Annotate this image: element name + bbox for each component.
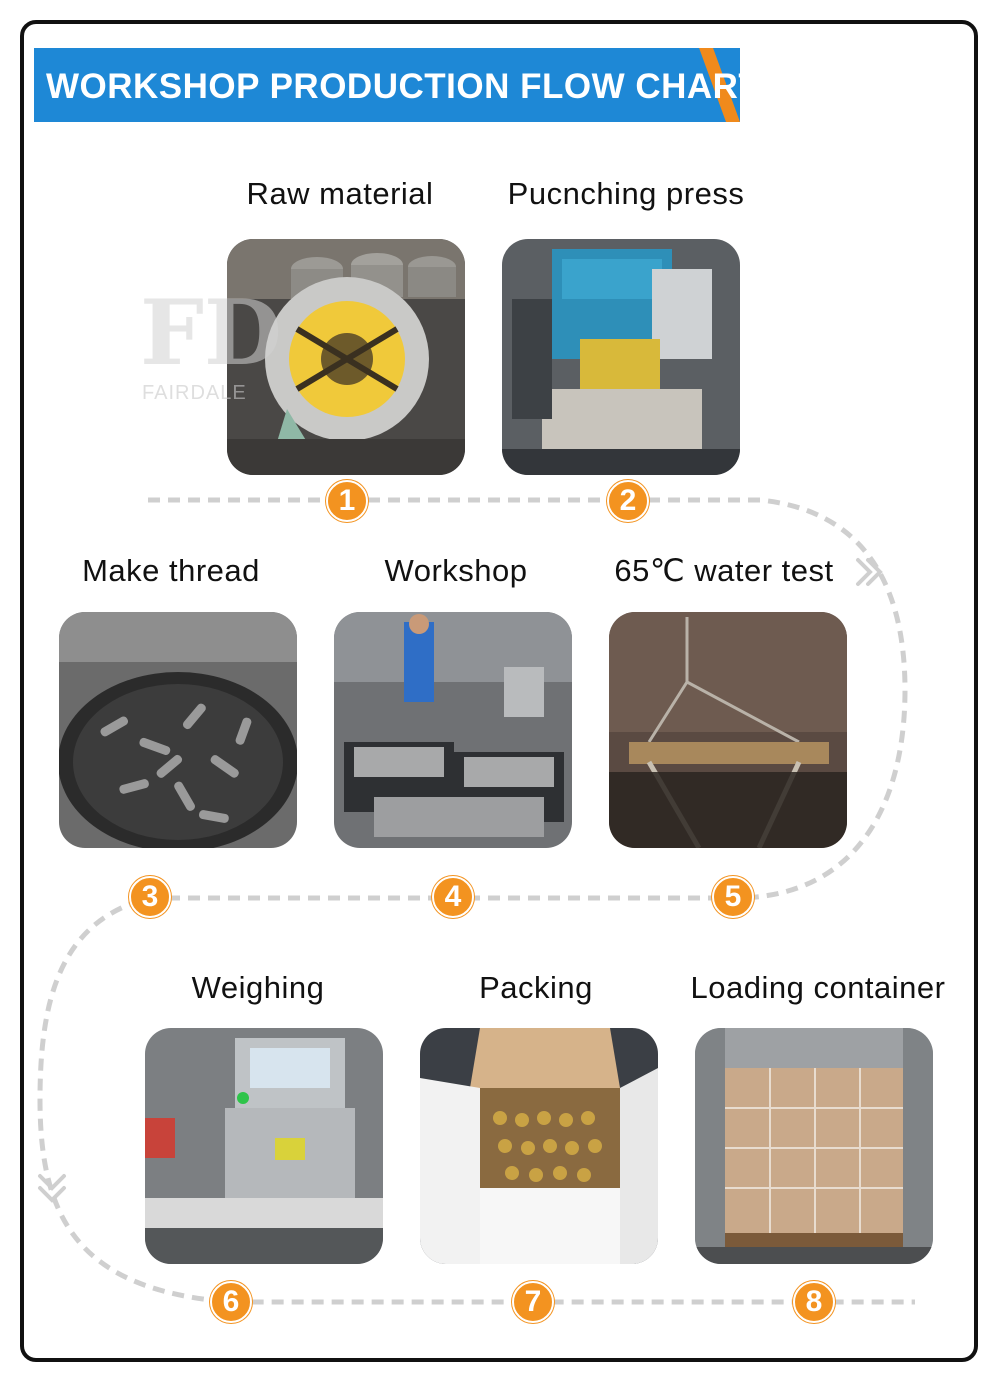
chevron-down-icon [38, 1174, 66, 1203]
step-label-punching-press: Pucnching press [507, 176, 745, 211]
flow-line-row1 [148, 497, 908, 901]
step-badge-1: 1 [326, 480, 368, 522]
photo-punching-press [502, 239, 740, 475]
photo-raw-material [227, 239, 465, 475]
step-label-weighing: Weighing [191, 970, 325, 1005]
step-label-water-test: 65℃ water test [614, 553, 834, 588]
photo-weighing [145, 1028, 383, 1264]
step-label-workshop: Workshop [384, 553, 528, 588]
chevron-right-icon [856, 558, 883, 586]
step-badge-2: 2 [607, 480, 649, 522]
flow-line-row2 [37, 895, 915, 1305]
photo-make-thread [59, 612, 297, 848]
photo-packing [420, 1028, 658, 1264]
step-badge-5: 5 [712, 876, 754, 918]
step-badge-6: 6 [210, 1281, 252, 1323]
photo-workshop [334, 612, 572, 848]
photo-water-test [609, 612, 847, 848]
title-banner [34, 48, 740, 122]
photo-loading-container [695, 1028, 933, 1264]
step-label-raw-material: Raw material [246, 176, 434, 211]
page-title: WORKSHOP PRODUCTION FLOW CHART [46, 67, 761, 106]
step-badge-8: 8 [793, 1281, 835, 1323]
step-label-make-thread: Make thread [82, 553, 260, 588]
step-label-packing: Packing [479, 970, 593, 1005]
step-badge-7: 7 [512, 1281, 554, 1323]
step-badge-3: 3 [129, 876, 171, 918]
step-label-loading-container: Loading container [690, 970, 946, 1005]
step-badge-4: 4 [432, 876, 474, 918]
